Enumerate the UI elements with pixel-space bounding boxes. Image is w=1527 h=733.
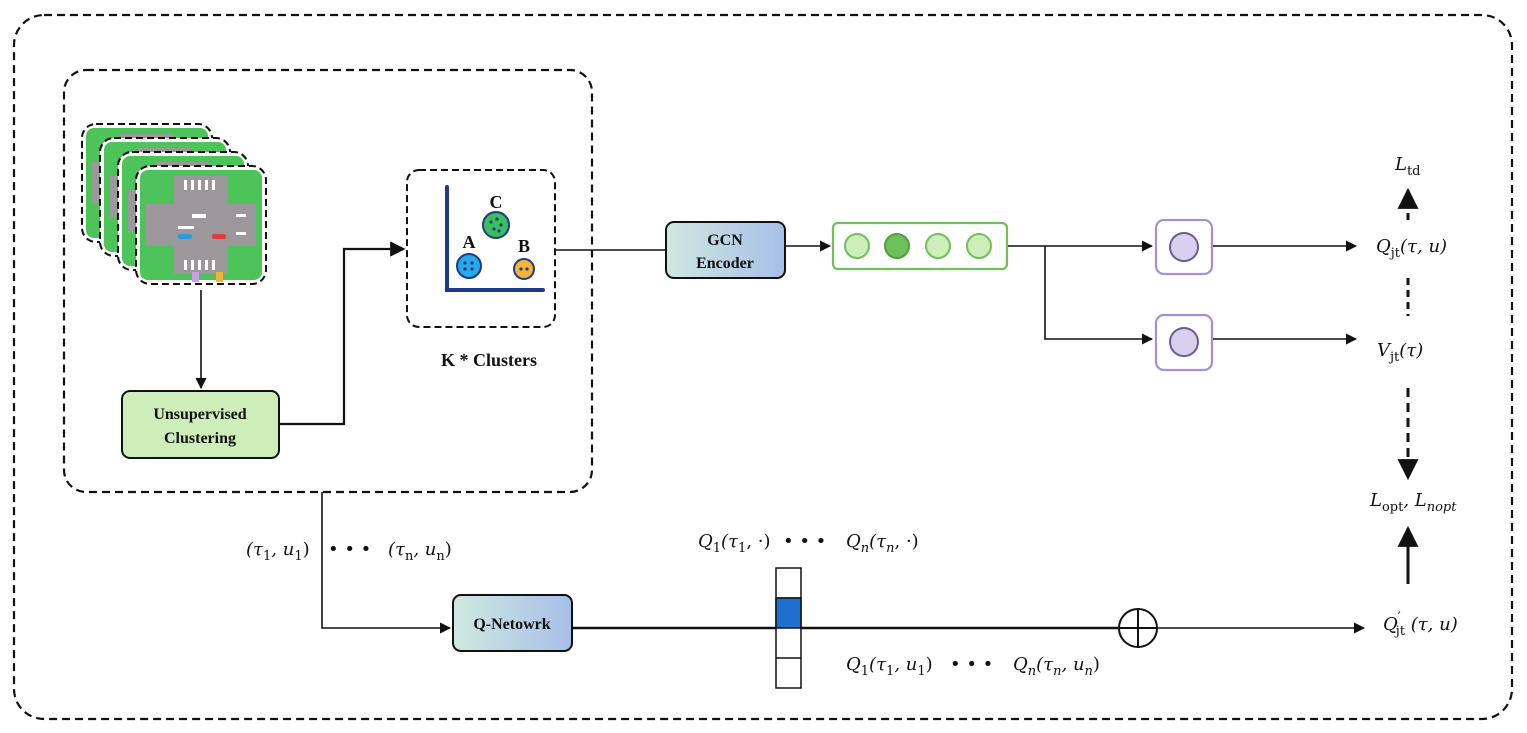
unsupervised-clustering-box: Unsupervised Clustering	[121, 390, 280, 459]
embedding-node	[884, 233, 910, 259]
q-values-first: Q1(τ1, ·)	[698, 531, 771, 556]
embedding-to-v-head-arrow	[1044, 246, 1154, 345]
embedding-node	[844, 233, 870, 259]
cluster-axes-icon	[445, 185, 545, 292]
cluster-c-icon	[482, 211, 510, 239]
clustering-label-line2: Clustering	[164, 430, 236, 447]
traffic-intersection-icon	[81, 123, 267, 285]
cluster-a-label: A	[463, 232, 476, 252]
input-dots: • • •	[328, 539, 371, 560]
clusters-caption: K * Clusters	[441, 350, 537, 370]
gcn-encoder-box: GCN Encoder	[665, 221, 786, 279]
v-jt-label: Vjt(τ)	[1377, 340, 1423, 365]
q-values-dots: • • •	[783, 531, 826, 552]
q-jt-prime-label: Q′jt (τ, u)	[1383, 610, 1458, 639]
embedding-node	[925, 233, 951, 259]
q-network-label: Q-Netowrk	[473, 616, 550, 633]
l-td-label: Ltd	[1394, 154, 1421, 179]
gcn-label-line1: GCN	[707, 232, 743, 249]
cluster-b-label: B	[518, 236, 530, 256]
input-tuple-last: (τn, un)	[388, 539, 452, 564]
cluster-a-icon	[456, 253, 482, 279]
embedding-node	[966, 233, 992, 259]
v-head-node	[1154, 313, 1214, 372]
clustering-label-line1: Unsupervised	[153, 406, 246, 423]
q-network-box: Q-Netowrk	[452, 594, 573, 652]
loss-label: Lopt, Lnopt	[1369, 490, 1457, 515]
q-value-vector	[775, 567, 802, 689]
q-values-last: Qn(τn, ·)	[846, 531, 919, 556]
clustering-to-clusters-arrow	[280, 241, 406, 426]
outer-frame	[12, 13, 1514, 721]
inputs-to-q-network-arrow	[321, 492, 452, 634]
q-chosen-first: Q1(τ1, u1)	[846, 654, 933, 679]
mixing-sum-icon	[1118, 608, 1158, 648]
clustering-region	[62, 68, 594, 494]
embedding-vector	[831, 221, 1009, 271]
input-tuple-first: (τ1, u1)	[246, 539, 310, 564]
q-head-node	[1154, 218, 1214, 276]
gcn-label-line2: Encoder	[696, 255, 754, 272]
cluster-b-icon	[513, 258, 535, 280]
q-chosen-dots: • • •	[950, 654, 993, 675]
cluster-c-label: C	[490, 192, 503, 212]
selected-q-cell	[775, 597, 802, 629]
q-chosen-last: Qn(τn, un)	[1013, 654, 1100, 679]
q-jt-label: Qjt(τ, u)	[1376, 236, 1447, 261]
clusters-box: C A B	[406, 169, 556, 328]
